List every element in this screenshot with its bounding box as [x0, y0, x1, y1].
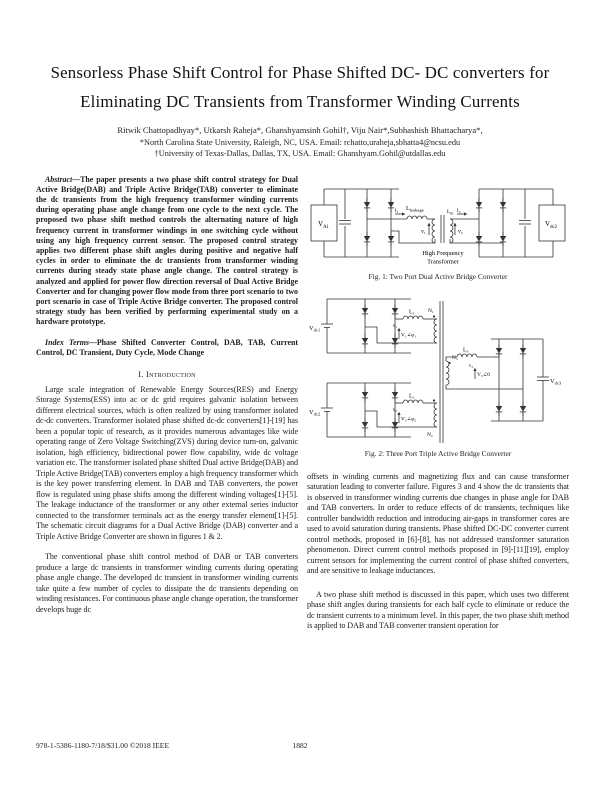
fig2-phasor1-label: V₁∠φ₁	[401, 332, 416, 338]
fig2-v2-label: v₂	[393, 408, 398, 413]
fig1-i2-label: i₂	[457, 208, 461, 214]
author-line: Ritwik Chattopadhyay*, Utkarsh Raheja*, …	[117, 125, 483, 135]
fig1-v2-label: v₂	[458, 229, 463, 235]
figure-2-caption: Fig. 2: Three Port Triple Active Bridge …	[364, 448, 512, 458]
affiliation-line2: †University of Texas-Dallas, Dallas, TX,…	[154, 148, 446, 158]
fig1-hf-label-line1: High Frequency	[422, 250, 464, 257]
fig1-source-va1: VA1	[310, 188, 338, 257]
index-terms-text: —Phase Shifted Converter Control, DAB, T…	[36, 337, 298, 357]
page-number: 1882	[292, 741, 308, 750]
fig2-winding-n2: L₂ N₂ V₂∠φ₂ v₂	[365, 393, 438, 438]
paper-title-line1: Sensorless Phase Shift Control for Phase…	[50, 63, 550, 82]
abstract: Abstract—The paper presents a two phase …	[36, 175, 298, 328]
fig1-secondary-wiring: i₂ v₂	[449, 208, 503, 243]
header: Sensorless Phase Shift Control for Phase…	[0, 0, 600, 159]
right-paragraph-1: offsets in winding currents and magnetiz…	[307, 471, 569, 576]
fig1-dab-circuit-diagram: VA1	[310, 188, 566, 266]
fig2-l3-label: L₃	[463, 347, 469, 353]
svg-text:VA1: VA1	[318, 220, 330, 230]
fig2-v3-label: v₃	[469, 364, 474, 369]
fig1-lleakage-label: Lleakage	[406, 205, 424, 213]
index-terms: Index Terms—Phase Shifted Converter Cont…	[36, 338, 298, 358]
fig1-i1-label: i₁	[395, 208, 399, 214]
fig2-n1-label: N₁	[428, 308, 434, 314]
right-column: VA1	[307, 175, 569, 632]
fig1-v1-label: v₁	[421, 229, 426, 235]
fig2-transformer-core	[439, 300, 444, 443]
fig1-hf-label-line2: Transformer	[427, 258, 460, 265]
fig2-phasor3-label: V₃∠0	[477, 372, 490, 378]
paper-title: Sensorless Phase Shift Control for Phase…	[0, 58, 600, 116]
fig2-n3-label: N₃	[452, 355, 458, 361]
fig2-phasor2-label: V₂∠φ₂	[401, 416, 416, 422]
fig2-bridge-vdc3: Vdc3	[491, 338, 562, 421]
section-heading-introduction: I. Introduction	[138, 369, 196, 379]
fig2-bridge-vdc1: Vdc1	[309, 298, 411, 353]
fig2-winding-n1: L₁ N₁ V₁∠φ₁ v₁	[365, 308, 438, 343]
fig1-primary-wiring: Lleakage i₁ v₁	[367, 205, 436, 243]
figure-2: Vdc1 L₁ N₁	[307, 291, 569, 458]
figure-1-caption: Fig. 1: Two Port Dual Active Bridge Conv…	[368, 271, 508, 281]
copyright-notice: 978-1-5386-1180-7/18/$31.00 ©2018 IEEE	[36, 741, 170, 750]
affiliation-line1: *North Carolina State University, Raleig…	[139, 137, 461, 147]
right-paragraph-2: A two phase shift method is discussed in…	[307, 589, 569, 631]
fig2-v1-label: v₁	[393, 324, 398, 329]
fig2-vdc2-label: Vdc2	[309, 409, 321, 417]
fig2-vdc1-label: Vdc1	[309, 325, 321, 333]
fig2-vdc3-label: Vdc3	[550, 378, 562, 386]
fig2-l2-label: L₂	[409, 393, 415, 399]
abstract-label: Abstract	[45, 174, 73, 184]
fig1-transformer: Lm High Frequency Transformer	[422, 210, 464, 266]
fig1-load-vdc2-label: Vdc2	[545, 220, 558, 230]
fig1-right-bridge: Vdc2	[475, 188, 566, 257]
fig2-tab-circuit-diagram: Vdc1 L₁ N₁	[309, 298, 562, 443]
intro-paragraph-1: Large scale integration of Renewable Ene…	[36, 384, 298, 541]
columns: Abstract—The paper presents a two phase …	[0, 175, 600, 632]
paper-title-line2: Eliminating DC Transients from Transform…	[80, 92, 520, 111]
fig1-lm-label: Lm	[447, 210, 453, 215]
fig2-l1-label: L₁	[409, 309, 415, 315]
figure-1: VA1	[307, 175, 569, 281]
index-terms-label: Index Terms	[45, 337, 89, 347]
fig2-n2-label: N₂	[427, 432, 433, 438]
fig2-winding-n3: N₃ L₃ V₃∠0 v₃	[445, 347, 523, 389]
fig2-bridge-vdc2: Vdc2	[309, 382, 411, 437]
abstract-text: —The paper presents a two phase shift co…	[36, 174, 298, 327]
left-column: Abstract—The paper presents a two phase …	[36, 175, 298, 632]
intro-paragraph-2: The conventional phase shift control met…	[36, 552, 298, 614]
fig1-left-bridge	[324, 188, 399, 257]
